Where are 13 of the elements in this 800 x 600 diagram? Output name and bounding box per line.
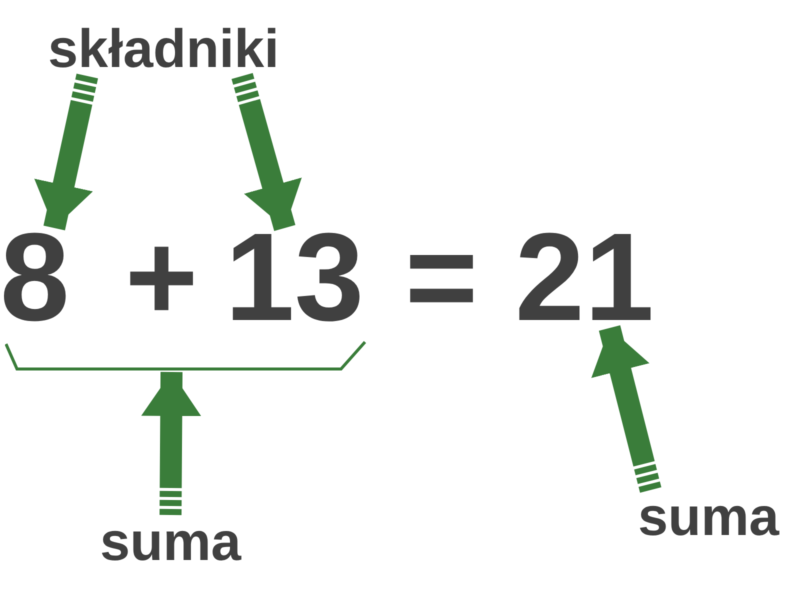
- number: 13: [225, 228, 364, 328]
- number: 8: [0, 228, 70, 328]
- sum-label: suma: [100, 515, 242, 569]
- number: 21: [515, 228, 654, 328]
- arrow: [232, 73, 302, 231]
- arrow: [34, 74, 98, 230]
- plus-sign: +: [125, 228, 198, 328]
- equals-sign: =: [405, 228, 478, 328]
- arrow: [591, 325, 662, 493]
- sum-label: suma: [638, 490, 780, 544]
- arrow: [141, 372, 202, 516]
- term-label: składniki: [48, 22, 280, 76]
- sum-bracket: [5, 340, 367, 372]
